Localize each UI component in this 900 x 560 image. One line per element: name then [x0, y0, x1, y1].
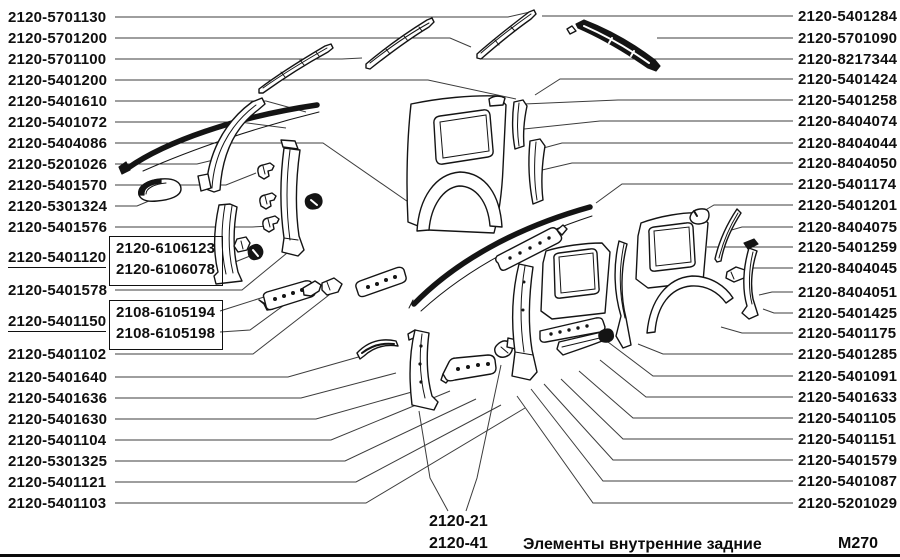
part-number-label: 2120-5701090: [798, 30, 898, 47]
part-number-label: 2120-5401284: [798, 8, 898, 25]
clip-icon: [262, 215, 280, 233]
sheet-caption: Элементы внутренние задние: [523, 536, 762, 553]
part-number-label: 2120-5701130: [8, 9, 107, 26]
panel-side-strip-b-drawing: [528, 138, 546, 205]
part-number-label: 2120-8404045: [798, 260, 898, 277]
part-number-label: 2120-5401105: [798, 410, 897, 427]
part-number-box: 2108-6105194 2108-6105198: [109, 300, 223, 350]
sill-pillar-drawing: [407, 329, 439, 411]
part-number-label: 2120-5401087: [798, 473, 898, 490]
bottom-rule: [0, 554, 900, 557]
roof-strip-2-drawing: [365, 17, 435, 70]
part-number-label: 2120-5401636: [8, 390, 108, 407]
part-number-label: 2120-5401633: [798, 389, 898, 406]
perforated-plate-b-drawing: [355, 266, 407, 298]
part-number-label: 2108-6105198: [116, 325, 216, 342]
part-number-label: 2120-8404050: [798, 155, 898, 172]
dark-clip-drawing: [304, 193, 323, 210]
part-number-label: 2108-6105194: [116, 304, 216, 321]
part-number-label: 2120-5401201: [798, 197, 898, 214]
a-pillar-frame-drawing: [197, 97, 266, 193]
part-number-label: 2120-6106123: [116, 240, 216, 257]
part-number-label: 2120-5401151: [798, 431, 897, 448]
roof-strip-3-drawing: [476, 9, 537, 60]
part-number-label: 2120-5301325: [8, 453, 108, 470]
clip-icon: [259, 192, 277, 210]
quarter-panel-top-drawing: [406, 95, 507, 234]
part-number-label: 2120-5404086: [8, 135, 108, 152]
part-number-label: 2120-5401578: [8, 282, 108, 299]
part-number-label: 2120-5401640: [8, 369, 108, 386]
fastener-pair-drawing: [233, 236, 264, 261]
part-number-label: 2120-5301324: [8, 198, 108, 215]
thin-diagonal-strip-drawing: [714, 208, 742, 263]
part-number-label: 2120-5401174: [798, 176, 897, 193]
part-number-label: 2120-8217344: [798, 51, 898, 68]
part-number-label: 2120-5401425: [798, 305, 898, 322]
part-number-label: 2120-5401150: [8, 313, 107, 332]
part-number-label: 2120-8404075: [798, 219, 898, 236]
panel-side-strip-a-drawing: [511, 99, 528, 150]
part-number-label: 2120-5401570: [8, 177, 108, 194]
part-number-label: 2120-5401072: [8, 114, 108, 131]
part-number-label: 2120-8404074: [798, 113, 898, 130]
part-number-label: 2120-5401200: [8, 72, 108, 89]
part-number-label: 2120-5401579: [798, 452, 898, 469]
part-number-label: 2120-5401120: [8, 249, 107, 268]
sheet-code: M270: [838, 535, 879, 552]
part-number-label: 2120-5401121: [8, 474, 107, 491]
part-drawings: [118, 9, 759, 411]
cap-oval-drawing: [138, 178, 182, 202]
leader-lines: [115, 11, 793, 512]
part-number-label: 2120-5401630: [8, 411, 108, 428]
c-pillar-centre-drawing: [511, 263, 538, 381]
part-number-label: 2120-5401258: [798, 92, 898, 109]
part-number-label: 2120-8404051: [798, 284, 898, 301]
part-number-label: 2120-5201029: [798, 495, 898, 512]
smile-piece-drawing: [356, 339, 399, 360]
clip-icon: [257, 162, 275, 180]
part-number-label: 2120-5401104: [8, 432, 107, 449]
part-number-label: 2120-6106078: [116, 261, 216, 278]
part-number-box: 2120-6106123 2120-6106078: [109, 236, 223, 286]
side-strip-right-drawing: [741, 238, 759, 320]
part-number-label: 2120-5401102: [8, 346, 107, 363]
quarter-panel-right-drawing: [635, 212, 734, 334]
part-number-label: 2120-5401610: [8, 93, 108, 110]
part-number-label: 2120-5401175: [798, 325, 897, 342]
c-pillar-inner-left-drawing: [280, 139, 305, 257]
pillar-strip-right-inner-drawing: [598, 240, 632, 349]
quarter-panel-middle-drawing: [540, 242, 611, 320]
perforated-bracket-drawing: [440, 354, 497, 384]
diagonal-perforated-strip-drawing: [495, 224, 568, 271]
part-number-label: 2120-5401259: [798, 239, 898, 256]
cap-small-drawing: [689, 208, 710, 225]
clip-right-drawing: [725, 266, 746, 283]
part-number-label: 2120-5401285: [798, 346, 898, 363]
bracket-pair-drawing: [302, 277, 343, 297]
roof-strip-1-drawing: [258, 43, 334, 94]
model-code-2: 2120-41: [429, 535, 488, 552]
part-number-label: 2120-5701100: [8, 51, 107, 68]
part-number-label: 2120-5401091: [798, 368, 898, 385]
part-number-label: 2120-5201026: [8, 156, 108, 173]
part-number-label: 2120-5401576: [8, 219, 108, 236]
model-code-1: 2120-21: [429, 513, 488, 530]
part-number-label: 2120-5401103: [8, 495, 107, 512]
part-number-label: 2120-5701200: [8, 30, 108, 47]
part-number-label: 2120-5401424: [798, 71, 898, 88]
roof-rail-right-drawing: [566, 19, 661, 72]
part-number-label: 2120-8404044: [798, 135, 898, 152]
